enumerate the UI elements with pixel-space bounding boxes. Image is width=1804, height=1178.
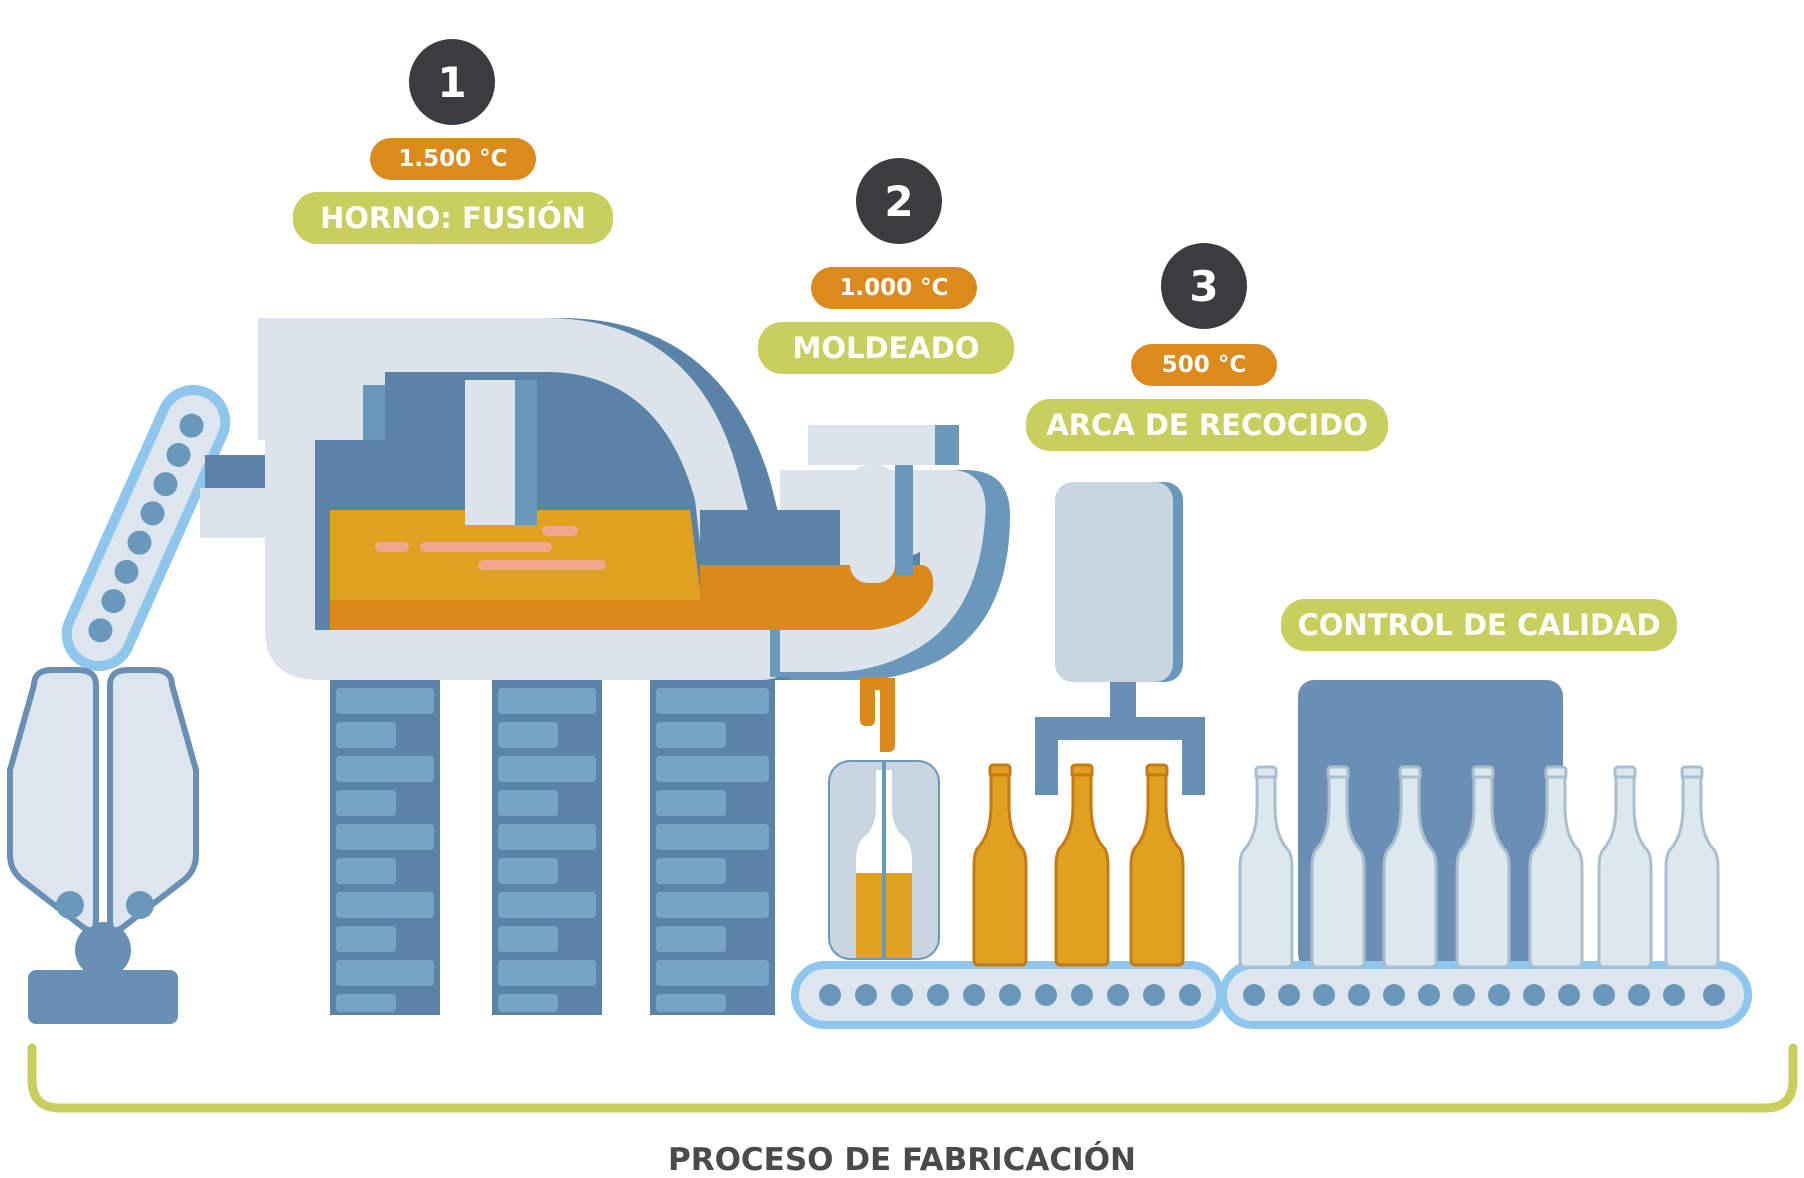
forehearth-channel	[700, 425, 1010, 752]
step-3-label: ARCA DE RECOCIDO	[1026, 399, 1388, 451]
lehr-gripper	[1035, 717, 1205, 795]
conveyor-rollers	[819, 984, 1725, 1006]
lehr-body	[1055, 482, 1173, 682]
step-3-temperature: 500 °C	[1131, 344, 1277, 386]
loader-arm	[7, 385, 231, 1024]
clear-bottle	[1664, 765, 1720, 969]
molten-glass-gob	[860, 678, 895, 752]
annealing-lehr	[1035, 482, 1205, 795]
process-bracket	[27, 1043, 1798, 1113]
loader-joint	[75, 922, 131, 978]
step-1-badge: 1	[409, 39, 495, 125]
loader-base	[28, 970, 178, 1024]
step-1-label: HORNO: FUSIÓN	[293, 192, 613, 244]
step-2-temperature: 1.000 °C	[811, 267, 977, 309]
bottle-mold	[828, 760, 940, 960]
step-1-temperature: 1.500 °C	[370, 138, 536, 180]
plunger-top	[808, 425, 953, 465]
plunger-stem	[850, 465, 895, 583]
loader-claw-right	[107, 667, 199, 934]
amber-bottle	[972, 763, 1028, 967]
amber-bottle	[1054, 763, 1110, 967]
molten-glass-streaks	[375, 526, 606, 570]
step-2-label: MOLDEADO	[758, 322, 1014, 374]
conveyors	[791, 961, 1752, 1029]
step-3-badge: 3	[1161, 243, 1247, 329]
amber-bottle	[1129, 763, 1185, 967]
clear-bottle	[1597, 765, 1653, 969]
clear-bottle	[1238, 765, 1294, 969]
furnace-brick-pillars	[330, 680, 775, 1015]
stirring-column	[465, 380, 515, 525]
quality-control-label: CONTROL DE CALIDAD	[1281, 599, 1677, 651]
step-2-badge: 2	[856, 158, 942, 244]
loader-claw-left	[7, 667, 99, 934]
loader-rollers	[88, 413, 204, 643]
amber-bottles	[972, 763, 1185, 967]
process-label: PROCESO DE FABRICACIÓN	[667, 1142, 1136, 1178]
